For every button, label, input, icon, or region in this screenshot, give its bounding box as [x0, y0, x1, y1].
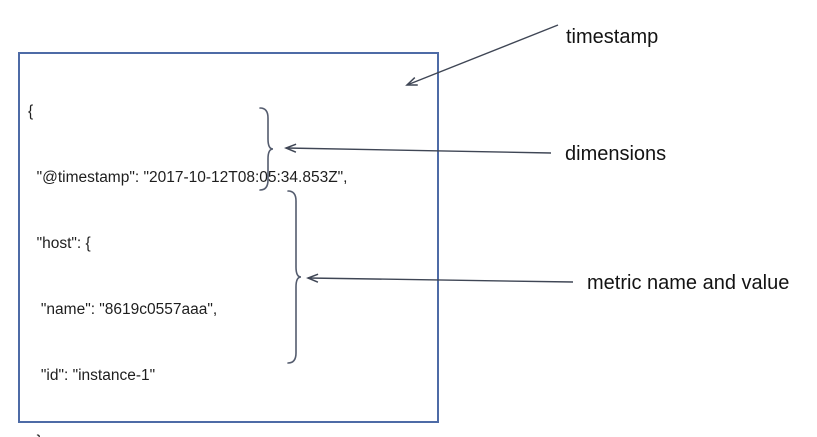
json-code-block: { "@timestamp": "2017-10-12T08:05:34.853…	[28, 57, 348, 437]
json-line-timestamp: "@timestamp": "2017-10-12T08:05:34.853Z"…	[28, 169, 348, 186]
json-document-box	[18, 52, 439, 423]
json-line-host-id: "id": "instance-1"	[28, 367, 156, 384]
annotation-label-timestamp: timestamp	[566, 26, 659, 48]
json-line-host-open: "host": {	[28, 235, 91, 252]
arrow-left-icon	[286, 148, 552, 154]
arrow-left-icon	[407, 24, 559, 85]
annotation-label-dimensions: dimensions	[565, 143, 667, 165]
curly-brace-icon	[287, 190, 302, 364]
json-line: {	[28, 103, 34, 120]
arrow-left-icon	[308, 278, 574, 282]
curly-brace-icon	[259, 107, 274, 191]
json-line-host-name: "name": "8619c0557aaa",	[28, 301, 218, 318]
json-line-host-close: },	[28, 431, 348, 437]
annotation-label-metric-name-and-value: metric name and value	[587, 272, 790, 294]
